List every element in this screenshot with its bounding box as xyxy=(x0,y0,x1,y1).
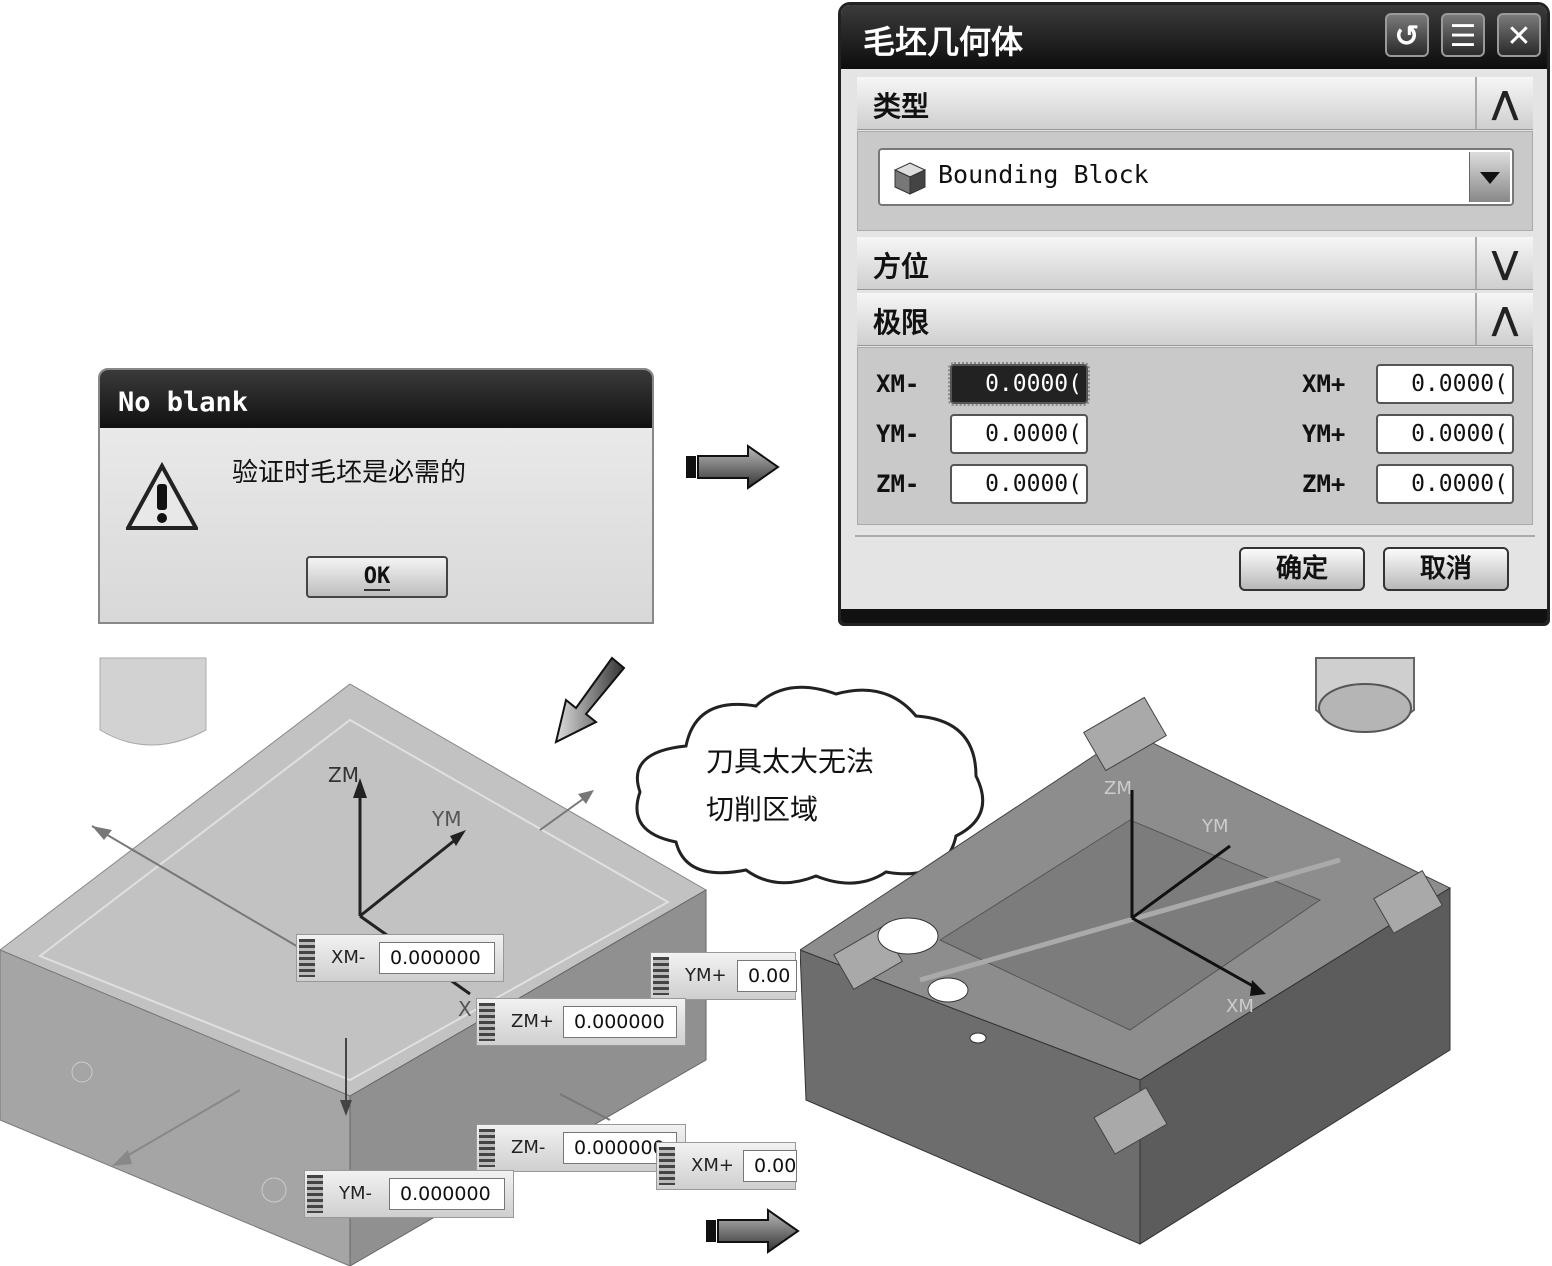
handle-zm-plus-label: ZM+ xyxy=(511,1011,554,1032)
handle-ym-plus[interactable]: YM+ 0.00 xyxy=(650,952,797,1000)
handle-zm-plus-field[interactable]: 0.000000 xyxy=(563,1006,677,1038)
handle-xm-minus-label: XM- xyxy=(331,947,366,968)
blank-geometry-title: 毛坯几何体 xyxy=(863,23,1024,61)
handle-zm-minus-label: ZM- xyxy=(511,1137,546,1158)
reset-icon[interactable]: ↺ xyxy=(1385,13,1429,57)
divider xyxy=(855,535,1535,537)
left-viewport[interactable]: ZM YM X xyxy=(0,650,800,1266)
no-blank-dialog: No blank 验证时毛坯是必需的 OK xyxy=(98,368,654,624)
section-limits-label: 极限 xyxy=(873,306,930,339)
arrow-right-icon xyxy=(706,1208,800,1254)
xm-minus-field[interactable]: 0.0000( xyxy=(948,362,1090,406)
cube-icon xyxy=(893,162,927,195)
handle-xm-minus[interactable]: XM- 0.000000 xyxy=(296,934,504,982)
handle-ym-plus-label: YM+ xyxy=(685,965,727,986)
handle-ym-minus-field[interactable]: 0.000000 xyxy=(389,1178,505,1210)
cancel-button[interactable]: 取消 xyxy=(1383,547,1509,591)
xm-plus-field[interactable]: 0.0000( xyxy=(1376,364,1514,404)
close-icon[interactable]: ✕ xyxy=(1497,13,1541,57)
zm-minus-label: ZM- xyxy=(876,470,920,498)
no-blank-message: 验证时毛坯是必需的 xyxy=(232,458,467,488)
drag-grip-icon[interactable] xyxy=(307,1175,323,1213)
drag-grip-icon[interactable] xyxy=(659,1147,675,1185)
handle-ym-plus-field[interactable]: 0.00 xyxy=(737,960,797,992)
type-select[interactable]: Bounding Block xyxy=(878,148,1514,206)
section-limits-panel: XM- 0.0000( YM- 0.0000( ZM- 0.0000( XM+ … xyxy=(857,347,1533,525)
ok-button[interactable]: OK xyxy=(306,556,448,598)
xm-minus-label: XM- xyxy=(876,370,920,398)
right-viewport[interactable]: ZM YM XM xyxy=(800,650,1550,1250)
section-type-header[interactable]: 类型 ⋀ xyxy=(857,77,1533,130)
dialog-bottom-bar xyxy=(841,609,1547,623)
section-type-panel: Bounding Block xyxy=(857,131,1533,231)
type-select-value: Bounding Block xyxy=(938,160,1149,189)
drag-grip-icon[interactable] xyxy=(653,957,669,995)
ym-plus-field[interactable]: 0.0000( xyxy=(1376,414,1514,454)
ym-plus-label: YM+ xyxy=(1302,420,1346,448)
right-zm-axis-label: ZM xyxy=(1104,778,1132,799)
handle-xm-minus-field[interactable]: 0.000000 xyxy=(379,942,495,974)
callout-line-2: 切削区域 xyxy=(706,793,819,826)
handle-xm-plus-field[interactable]: 0.00 xyxy=(743,1150,797,1182)
right-xm-axis-label: XM xyxy=(1226,996,1254,1017)
section-limits-header[interactable]: 极限 ⋀ xyxy=(857,293,1533,346)
no-blank-dialog-title: No blank xyxy=(100,370,652,428)
chevron-up-icon[interactable]: ⋀ xyxy=(1475,293,1533,345)
section-orientation-header[interactable]: 方位 ⋁ xyxy=(857,237,1533,290)
handle-xm-plus-label: XM+ xyxy=(691,1155,734,1176)
section-orientation-label: 方位 xyxy=(873,250,930,283)
section-type-label: 类型 xyxy=(873,90,930,123)
xm-plus-label: XM+ xyxy=(1302,370,1346,398)
confirm-button[interactable]: 确定 xyxy=(1239,547,1365,591)
handle-ym-minus[interactable]: YM- 0.000000 xyxy=(304,1170,514,1218)
zm-plus-field[interactable]: 0.0000( xyxy=(1376,464,1514,504)
blank-geometry-dialog: 毛坯几何体 ↺ ☰ ✕ 类型 ⋀ Bounding Block 方位 ⋁ 极限 … xyxy=(838,2,1550,626)
handle-zm-plus[interactable]: ZM+ 0.000000 xyxy=(476,998,686,1046)
zm-minus-field[interactable]: 0.0000( xyxy=(950,464,1088,504)
callout-line-1: 刀具太大无法 xyxy=(706,745,875,778)
ym-minus-field[interactable]: 0.0000( xyxy=(950,414,1088,454)
left-zm-axis-label: ZM xyxy=(328,763,359,787)
handle-ym-minus-label: YM- xyxy=(339,1183,373,1204)
right-ym-axis-label: YM xyxy=(1201,816,1229,837)
drag-grip-icon[interactable] xyxy=(479,1129,495,1167)
arrow-right-icon xyxy=(686,444,780,490)
chevron-up-icon[interactable]: ⋀ xyxy=(1475,77,1533,129)
blank-geometry-title-bar: 毛坯几何体 ↺ ☰ ✕ xyxy=(841,5,1547,69)
left-ym-axis-label: YM xyxy=(431,807,461,831)
chevron-down-icon[interactable] xyxy=(1469,152,1510,202)
left-xm-axis-label: X xyxy=(458,997,472,1021)
drag-grip-icon[interactable] xyxy=(479,1003,495,1041)
arrow-down-left-icon xyxy=(554,656,626,744)
handle-zm-minus[interactable]: ZM- 0.000000 xyxy=(476,1124,686,1172)
zm-plus-label: ZM+ xyxy=(1302,470,1346,498)
handle-xm-plus[interactable]: XM+ 0.00 xyxy=(656,1142,797,1190)
warning-icon xyxy=(126,462,198,530)
menu-icon[interactable]: ☰ xyxy=(1441,13,1485,57)
ym-minus-label: YM- xyxy=(876,420,920,448)
ok-button-label: OK xyxy=(363,564,391,591)
chevron-down-icon[interactable]: ⋁ xyxy=(1475,237,1533,289)
drag-grip-icon[interactable] xyxy=(299,939,315,977)
